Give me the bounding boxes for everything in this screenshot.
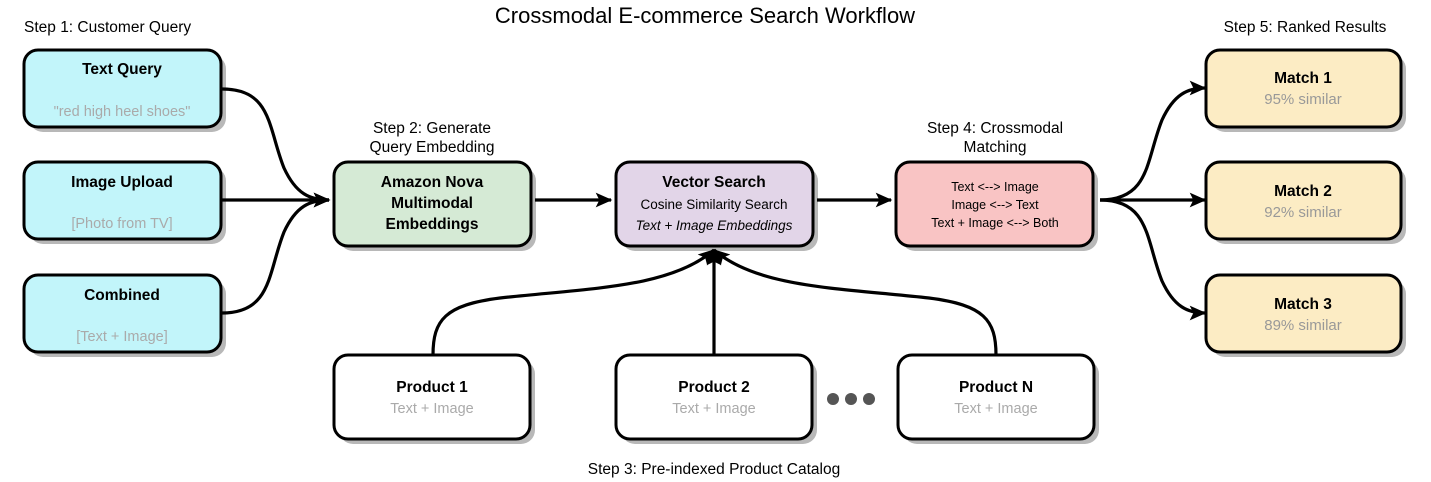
node-crossmodal-matching[interactable]: [894, 160, 1095, 248]
node-product-n-subtitle: Text + Image: [954, 401, 1037, 417]
edge-combined-to-embedding: [221, 192, 331, 315]
node-embedding-line-1: Amazon Nova: [381, 174, 484, 191]
node-product-2-subtitle: Text + Image: [672, 401, 755, 417]
edge-matching-to-match-3: [1099, 198, 1207, 321]
node-match-2-title: Match 2: [1274, 183, 1332, 200]
node-matching-line-1: Text <--> Image: [951, 180, 1039, 194]
node-product-n[interactable]: [896, 353, 1096, 441]
node-product-1-subtitle: Text + Image: [390, 401, 473, 417]
node-combined-title: Combined: [84, 287, 160, 304]
node-product-n-title: Product N: [959, 379, 1033, 396]
node-match-2[interactable]: [1204, 160, 1403, 241]
node-combined-subtitle: [Text + Image]: [76, 329, 167, 345]
diagram-title: Crossmodal E-commerce Search Workflow: [495, 3, 915, 28]
caption-step-4-line2: Matching: [964, 139, 1027, 156]
node-product-1-title: Product 1: [396, 379, 468, 396]
edge-text-query-to-embedding: [221, 87, 331, 208]
caption-step-2-line2: Query Embedding: [370, 139, 495, 156]
node-match-2-subtitle: 92% similar: [1264, 204, 1342, 221]
caption-step-5: Step 5: Ranked Results: [1224, 19, 1387, 36]
node-text-query-subtitle: "red high heel shoes": [54, 104, 191, 120]
node-match-3-subtitle: 89% similar: [1264, 317, 1342, 334]
node-image-upload[interactable]: [22, 160, 223, 241]
node-matching-line-2: Image <--> Text: [951, 198, 1039, 212]
node-match-1-subtitle: 95% similar: [1264, 91, 1342, 108]
node-product-2[interactable]: [614, 353, 814, 441]
node-vector-search-title: Vector Search: [662, 174, 765, 191]
ellipsis-dots-icon: [827, 393, 875, 405]
node-match-3[interactable]: [1204, 273, 1403, 354]
caption-step-3: Step 3: Pre-indexed Product Catalog: [588, 461, 840, 478]
edge-product-1-to-vector-search: [431, 248, 716, 356]
node-match-1[interactable]: [1204, 48, 1403, 129]
node-vector-search[interactable]: [614, 160, 815, 248]
node-vector-search-line-3: Text + Image Embeddings: [636, 218, 793, 233]
node-product-2-title: Product 2: [678, 379, 749, 396]
node-matching-line-3: Text + Image <--> Both: [931, 216, 1059, 230]
node-amazon-nova-embeddings[interactable]: [332, 160, 533, 248]
caption-step-1: Step 1: Customer Query: [24, 19, 191, 36]
edge-product-n-to-vector-search: [712, 248, 998, 356]
node-text-query-title: Text Query: [82, 61, 162, 78]
node-embedding-line-2: Multimodal: [391, 195, 473, 212]
node-combined[interactable]: [22, 273, 223, 354]
node-image-upload-subtitle: [Photo from TV]: [71, 216, 172, 232]
node-match-1-title: Match 1: [1274, 70, 1332, 87]
edge-matching-to-match-1: [1099, 80, 1207, 202]
node-match-3-title: Match 3: [1274, 296, 1332, 313]
caption-step-4-line1: Step 4: Crossmodal: [927, 120, 1063, 137]
node-vector-search-line-2: Cosine Similarity Search: [640, 197, 787, 212]
node-image-upload-title: Image Upload: [71, 174, 173, 191]
node-embedding-line-3: Embeddings: [385, 216, 478, 233]
node-text-query[interactable]: [22, 48, 223, 129]
node-product-1[interactable]: [332, 353, 532, 441]
caption-step-2-line1: Step 2: Generate: [373, 120, 491, 137]
